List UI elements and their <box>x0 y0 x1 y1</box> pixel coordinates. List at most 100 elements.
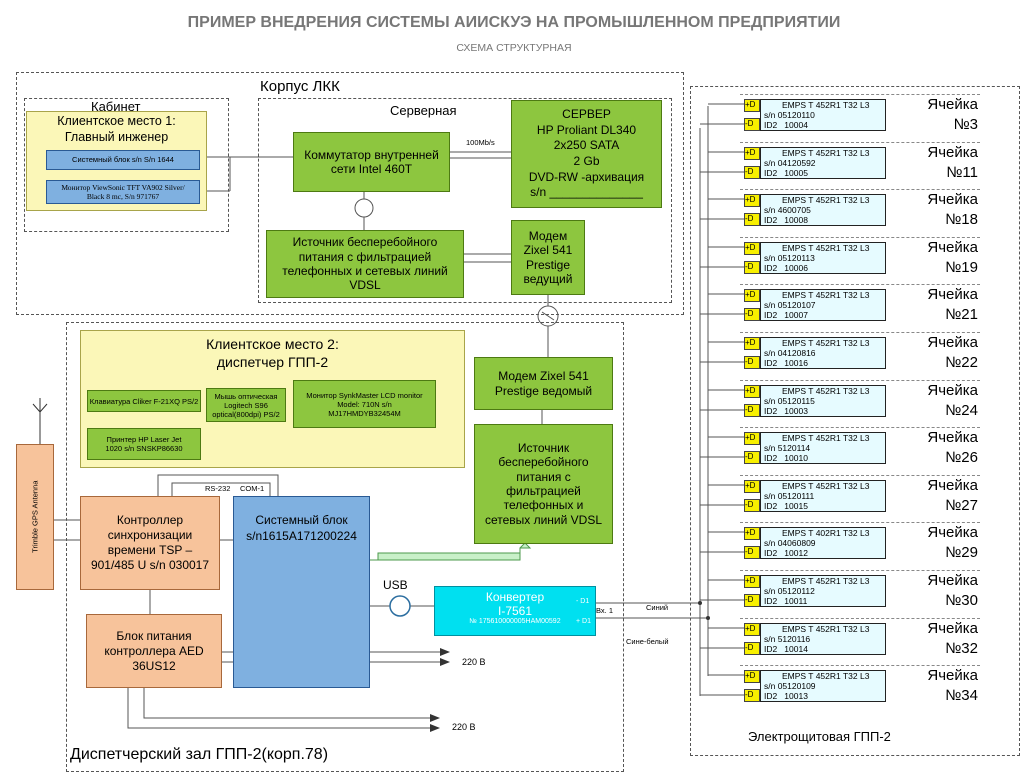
meter-model: EMPS T 452R1 T32 L3 <box>782 433 870 443</box>
meter-id: ID2 10005 <box>764 168 808 178</box>
server-box: СЕРВЕР HP Proliant DL340 2x250 SATA 2 Gb… <box>511 100 662 208</box>
meter-sn: s/n 04120592 <box>764 158 816 168</box>
client1-system-unit: Системный блок s/n S/n 1644 <box>46 150 200 170</box>
plus-d-terminal: +D <box>744 385 760 398</box>
meter-sn: s/n 05120110 <box>764 110 815 120</box>
system-block-label: Системный блок s/n1615A171200224 <box>246 513 357 543</box>
cell-number: №32 <box>945 640 978 657</box>
cell-number: №18 <box>945 211 978 228</box>
cabinet-area <box>24 98 229 232</box>
client1-title-line1: Клиентское место 1: <box>57 114 176 128</box>
cell-name: Ячейка <box>927 96 978 113</box>
meter-sn: s/n 5120116 <box>764 634 811 644</box>
cell-name: Ячейка <box>927 572 978 589</box>
plus-d-label: +D <box>745 148 756 157</box>
plus-d-terminal: +D <box>744 147 760 160</box>
minus-d-terminal: -D <box>744 404 760 417</box>
meter-id: ID2 10015 <box>764 501 808 511</box>
plus-d-label: +D <box>745 481 756 490</box>
meter-model: EMPS T 452R1 T32 L3 <box>782 338 870 348</box>
minus-d-terminal: -D <box>744 689 760 702</box>
cell-name: Ячейка <box>927 239 978 256</box>
plus-d-label: +D <box>745 386 756 395</box>
minus-d-terminal: -D <box>744 261 760 274</box>
monitor-label: Монитор SynkMaster LCD monitor Model: 71… <box>306 390 423 418</box>
meter-sn: s/n 05120109 <box>764 681 816 691</box>
com1-label: COM-1 <box>240 484 265 493</box>
plus-d-label: +D <box>745 433 756 442</box>
plus-d-terminal: +D <box>744 432 760 445</box>
cell-number: №19 <box>945 259 978 276</box>
plus-d-terminal: +D <box>744 670 760 683</box>
gps-antenna: Trimble GPS Antenna <box>16 444 54 590</box>
minus-d-label: -D <box>745 214 754 223</box>
d1-minus-label: - D1 <box>576 598 590 605</box>
plus-d-terminal: +D <box>744 527 760 540</box>
minus-d-terminal: -D <box>744 166 760 179</box>
meter-sn: s/n 05120107 <box>764 300 816 310</box>
mouse-label: Мышь оптическая Logitech S96 optical(800… <box>212 391 280 419</box>
monitor-box: Монитор SynkMaster LCD monitor Model: 71… <box>293 380 436 428</box>
meter-model: EMPS T 452R1 T32 L3 <box>782 481 870 491</box>
plus-d-label: +D <box>745 100 756 109</box>
minus-d-terminal: -D <box>744 451 760 464</box>
meter-id: ID2 10007 <box>764 310 808 320</box>
system-block: Системный блок s/n1615A171200224 <box>233 496 370 688</box>
converter: Конвертер I-7561 № 175610000005HAM00592 <box>434 586 596 636</box>
minus-d-label: -D <box>745 309 754 318</box>
meter-sn: s/n 04060809 <box>764 538 816 548</box>
ups-server: Источник бесперебойного питания с фильтр… <box>266 230 464 298</box>
modem-slave: Модем Zixel 541 Prestige ведомый <box>474 357 613 410</box>
meter-model: EMPS T 402R1 T32 L3 <box>782 528 870 538</box>
minus-d-label: -D <box>745 500 754 509</box>
meter-id: ID2 10014 <box>764 644 808 654</box>
modem-lead-label: Модем Zixel 541 Prestige ведущий <box>523 228 573 286</box>
client1-monitor-line1: Монитор ViewSonic TFT VA902 Silver/ <box>61 182 185 192</box>
controller-psu: Блок питания контроллера AED 36US12 <box>86 614 222 688</box>
minus-d-terminal: -D <box>744 118 760 131</box>
meter-sn: s/n 4600705 <box>764 205 811 215</box>
minus-d-label: -D <box>745 452 754 461</box>
server-line1: СЕРВЕР <box>562 107 611 122</box>
cell-name: Ячейка <box>927 429 978 446</box>
minus-d-label: -D <box>745 167 754 176</box>
meter-id: ID2 10012 <box>764 548 808 558</box>
cell-number: №34 <box>945 687 978 704</box>
cell-name: Ячейка <box>927 524 978 541</box>
cell-name: Ячейка <box>927 477 978 494</box>
link-speed-label: 100Mb/s <box>466 138 495 147</box>
sync-controller-label: Контроллер синхронизации времени TSP – 9… <box>90 513 210 572</box>
plus-d-label: +D <box>745 576 756 585</box>
meter-id: ID2 10010 <box>764 453 808 463</box>
cell-number: №26 <box>945 449 978 466</box>
meter-sn: s/n 5120114 <box>764 443 811 453</box>
ups-server-label: Источник бесперебойного питания с фильтр… <box>282 235 448 293</box>
client2-title-line1: Клиентское место 2: <box>206 336 339 352</box>
cell-name: Ячейка <box>927 620 978 637</box>
plus-d-label: +D <box>745 528 756 537</box>
server-line2: HP Proliant DL340 <box>536 122 637 137</box>
server-room-title: Серверная <box>390 103 457 118</box>
usb-label: USB <box>383 578 408 592</box>
client1-monitor-line2: Black 8 mc, S/n 971767 <box>86 192 160 201</box>
input1-label: Вх. 1 <box>596 606 614 615</box>
meter-id: ID2 10013 <box>764 691 808 701</box>
modem-lead: Модем Zixel 541 Prestige ведущий <box>511 220 585 295</box>
lkk-title: Корпус ЛКК <box>260 78 340 95</box>
plus-d-terminal: +D <box>744 99 760 112</box>
meter-model: EMPS T 452R1 T32 L3 <box>782 671 870 681</box>
meter-sn: s/n 04120816 <box>764 348 816 358</box>
converter-model: I-7561 <box>497 604 533 618</box>
dispatch-hall <box>66 322 624 772</box>
minus-d-terminal: -D <box>744 356 760 369</box>
